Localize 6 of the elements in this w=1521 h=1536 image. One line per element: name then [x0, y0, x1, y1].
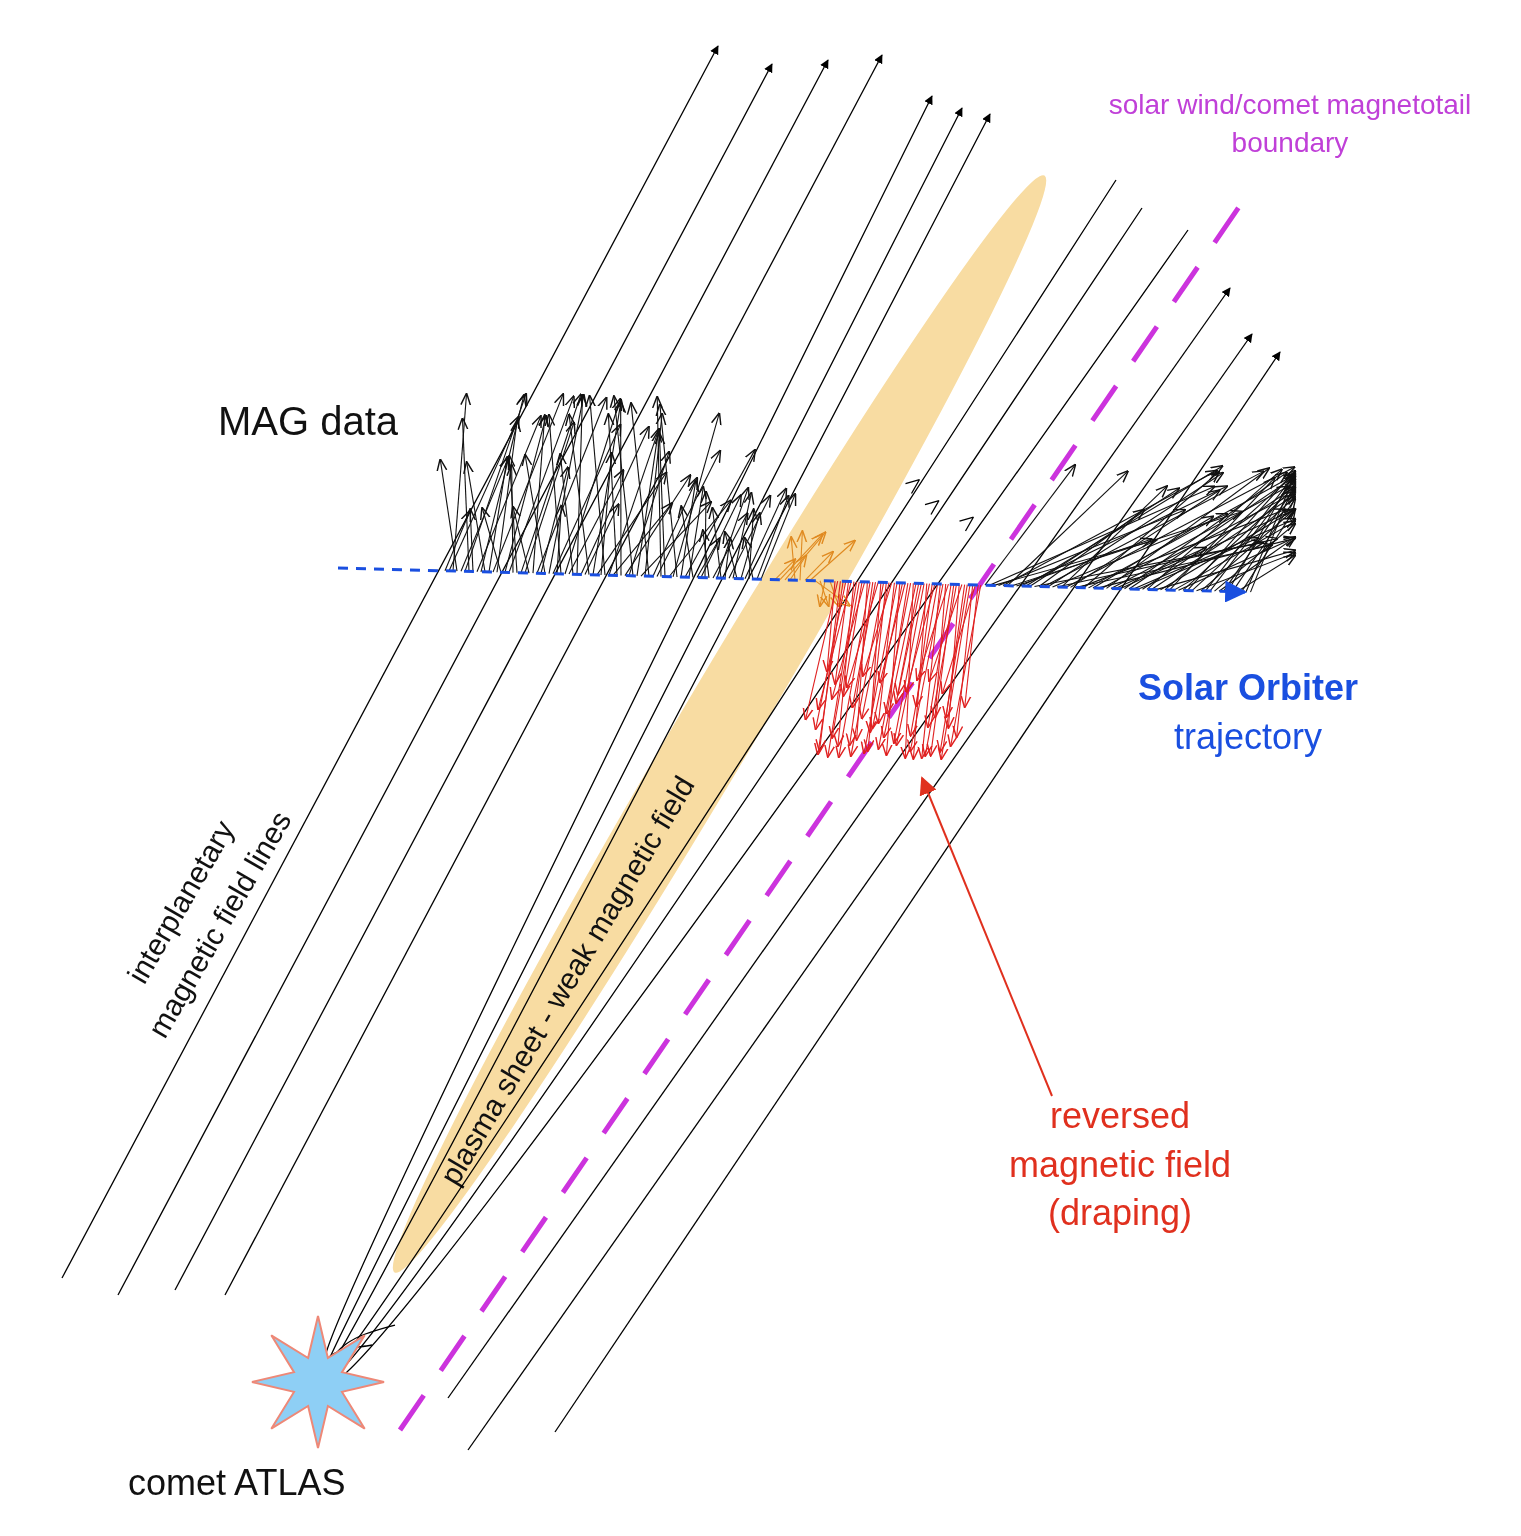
boundary-label: solar wind/comet magnetotail boundary [1107, 88, 1473, 160]
plot-title: MAG data [218, 398, 399, 444]
annotation-text: reversed magnetic field (draping) [985, 1092, 1255, 1238]
comet-label: comet ATLAS [128, 1462, 346, 1504]
trajectory-label: Solar Orbiter trajectory [1136, 666, 1360, 759]
leader-line [919, 776, 1053, 1097]
